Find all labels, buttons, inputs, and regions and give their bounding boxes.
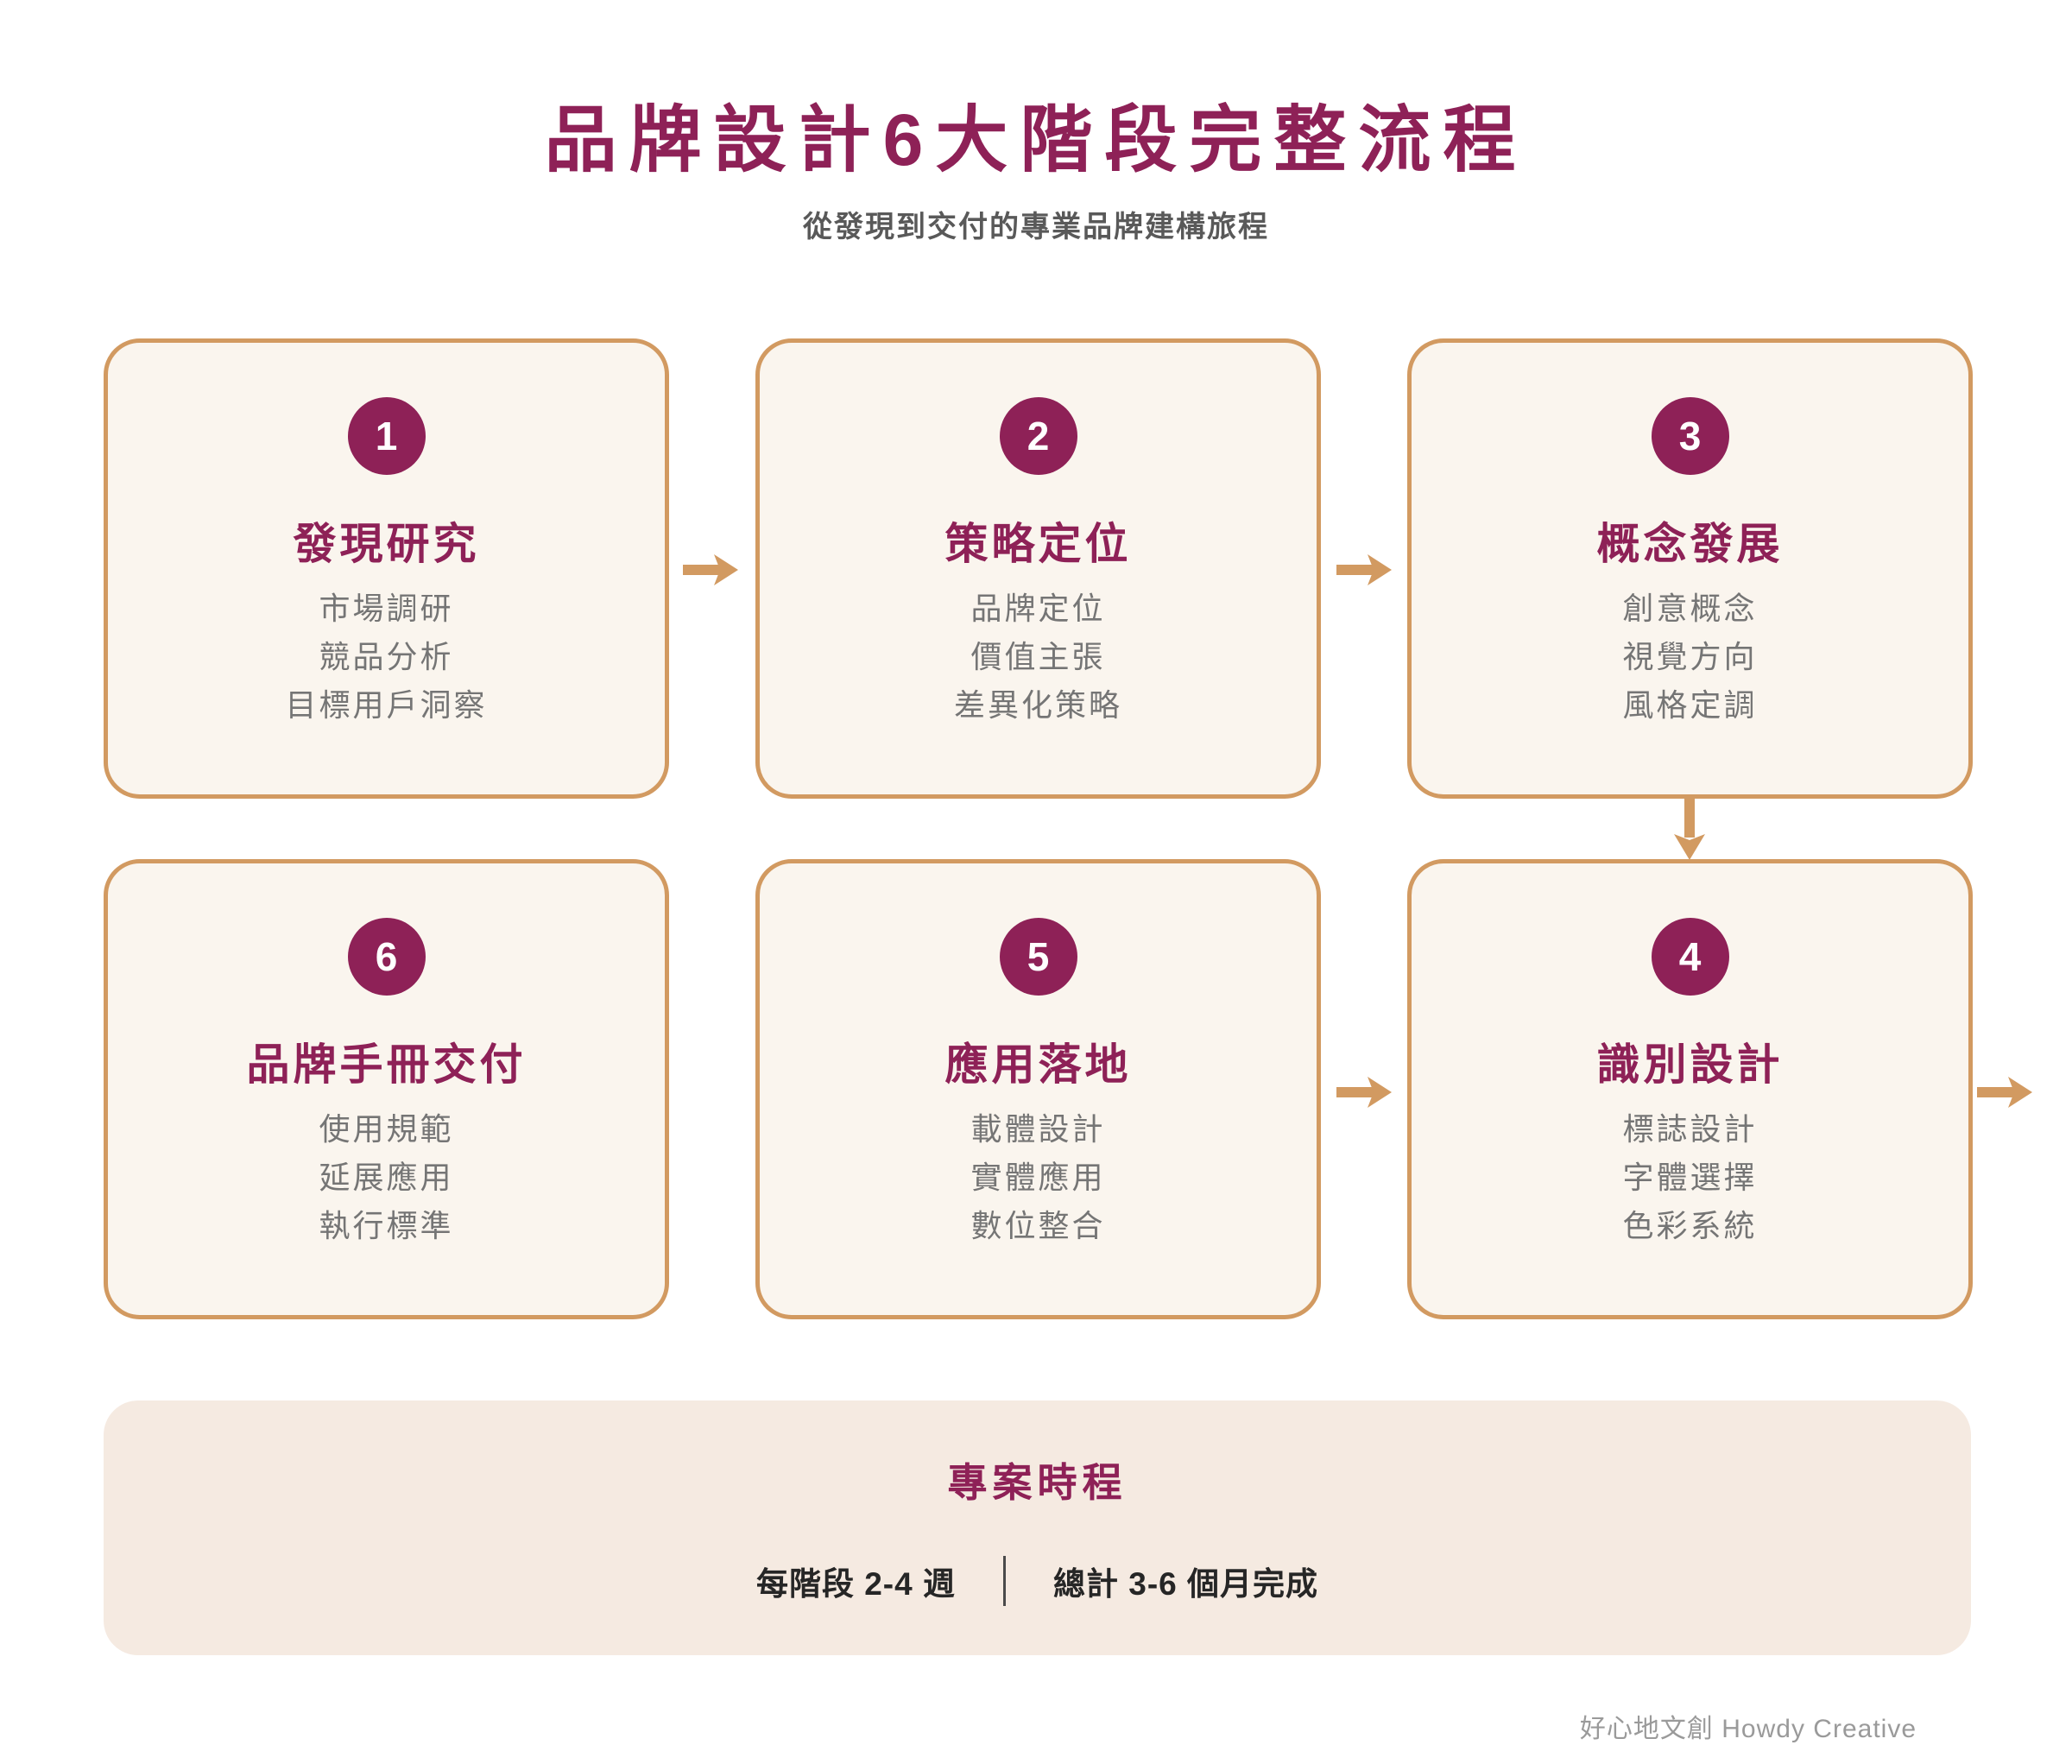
stage-item: 差異化策略 — [953, 687, 1122, 723]
stage-item: 風格定調 — [1622, 687, 1758, 723]
stage-item: 品牌定位 — [970, 591, 1106, 626]
stage-item: 載體設計 — [970, 1111, 1106, 1147]
stage-number-badge: 6 — [347, 918, 426, 996]
stage-item: 字體選擇 — [1622, 1160, 1758, 1195]
stage-item: 延展應用 — [319, 1160, 454, 1195]
stage-item-list: 標誌設計 字體選擇 色彩系統 — [1622, 1105, 1757, 1250]
stage-item: 使用規範 — [319, 1111, 454, 1147]
stage-item: 價值主張 — [970, 639, 1106, 674]
stage-number-badge: 1 — [347, 397, 426, 475]
stage-item: 標誌設計 — [1622, 1111, 1758, 1147]
arrow-right-icon — [1977, 1075, 2032, 1110]
stage-item: 實體應用 — [970, 1160, 1106, 1195]
stage-item: 市場調研 — [319, 591, 454, 626]
stage-item: 視覺方向 — [1622, 639, 1758, 674]
stage-item-list: 創意概念 視覺方向 風格定調 — [1622, 585, 1757, 730]
stage-title: 策略定位 — [944, 520, 1132, 568]
arrow-down-icon — [1672, 796, 1707, 860]
stage-item: 創意概念 — [1622, 591, 1758, 626]
arrow-right-icon — [1336, 1075, 1392, 1110]
stage-title: 應用落地 — [944, 1040, 1132, 1089]
stage-title: 識別設計 — [1596, 1040, 1784, 1089]
timeline-row: 每階段 2-4 週 總計 3-6 個月完成 — [104, 1556, 1971, 1606]
timeline-divider — [1003, 1556, 1006, 1606]
stage-item: 目標用戶洞察 — [285, 687, 488, 723]
stage-item: 競品分析 — [319, 639, 454, 674]
stage-card-2: 2 策略定位 品牌定位 價值主張 差異化策略 — [755, 338, 1321, 799]
stage-title: 發現研究 — [293, 520, 480, 568]
project-timeline-panel: 專案時程 每階段 2-4 週 總計 3-6 個月完成 — [104, 1400, 1971, 1655]
timeline-title: 專案時程 — [947, 1460, 1128, 1505]
stage-number-badge: 2 — [999, 397, 1077, 475]
stage-item-list: 使用規範 延展應用 執行標準 — [319, 1105, 453, 1250]
page-title: 品牌設計6大階段完整流程 — [544, 99, 1528, 180]
stage-item-list: 品牌定位 價值主張 差異化策略 — [954, 585, 1122, 730]
page-subtitle: 從發現到交付的專業品牌建構旅程 — [803, 211, 1269, 243]
brand-credit: 好心地文創 Howdy Creative — [1579, 1715, 1917, 1743]
stage-item: 色彩系統 — [1622, 1208, 1758, 1243]
timeline-phase-duration: 每階段 2-4 週 — [755, 1566, 956, 1602]
stage-card-1: 1 發現研究 市場調研 競品分析 目標用戶洞察 — [104, 338, 669, 799]
arrow-right-icon — [683, 553, 738, 587]
stage-item-list: 市場調研 競品分析 目標用戶洞察 — [285, 585, 487, 730]
stage-card-5: 5 應用落地 載體設計 實體應用 數位整合 — [755, 859, 1321, 1319]
stage-card-3: 3 概念發展 創意概念 視覺方向 風格定調 — [1407, 338, 1973, 799]
timeline-total-duration: 總計 3-6 個月完成 — [1053, 1566, 1319, 1602]
stage-title: 品牌手冊交付 — [246, 1040, 527, 1089]
arrow-right-icon — [1336, 553, 1392, 587]
stage-number-badge: 4 — [1651, 918, 1729, 996]
stage-item: 執行標準 — [319, 1208, 454, 1243]
stage-card-4: 4 識別設計 標誌設計 字體選擇 色彩系統 — [1407, 859, 1973, 1319]
stage-item-list: 載體設計 實體應用 數位整合 — [970, 1105, 1105, 1250]
stage-title: 概念發展 — [1596, 520, 1784, 568]
stage-number-badge: 3 — [1651, 397, 1729, 475]
stage-number-badge: 5 — [999, 918, 1077, 996]
stage-card-6: 6 品牌手冊交付 使用規範 延展應用 執行標準 — [104, 859, 669, 1319]
stage-item: 數位整合 — [970, 1208, 1106, 1243]
